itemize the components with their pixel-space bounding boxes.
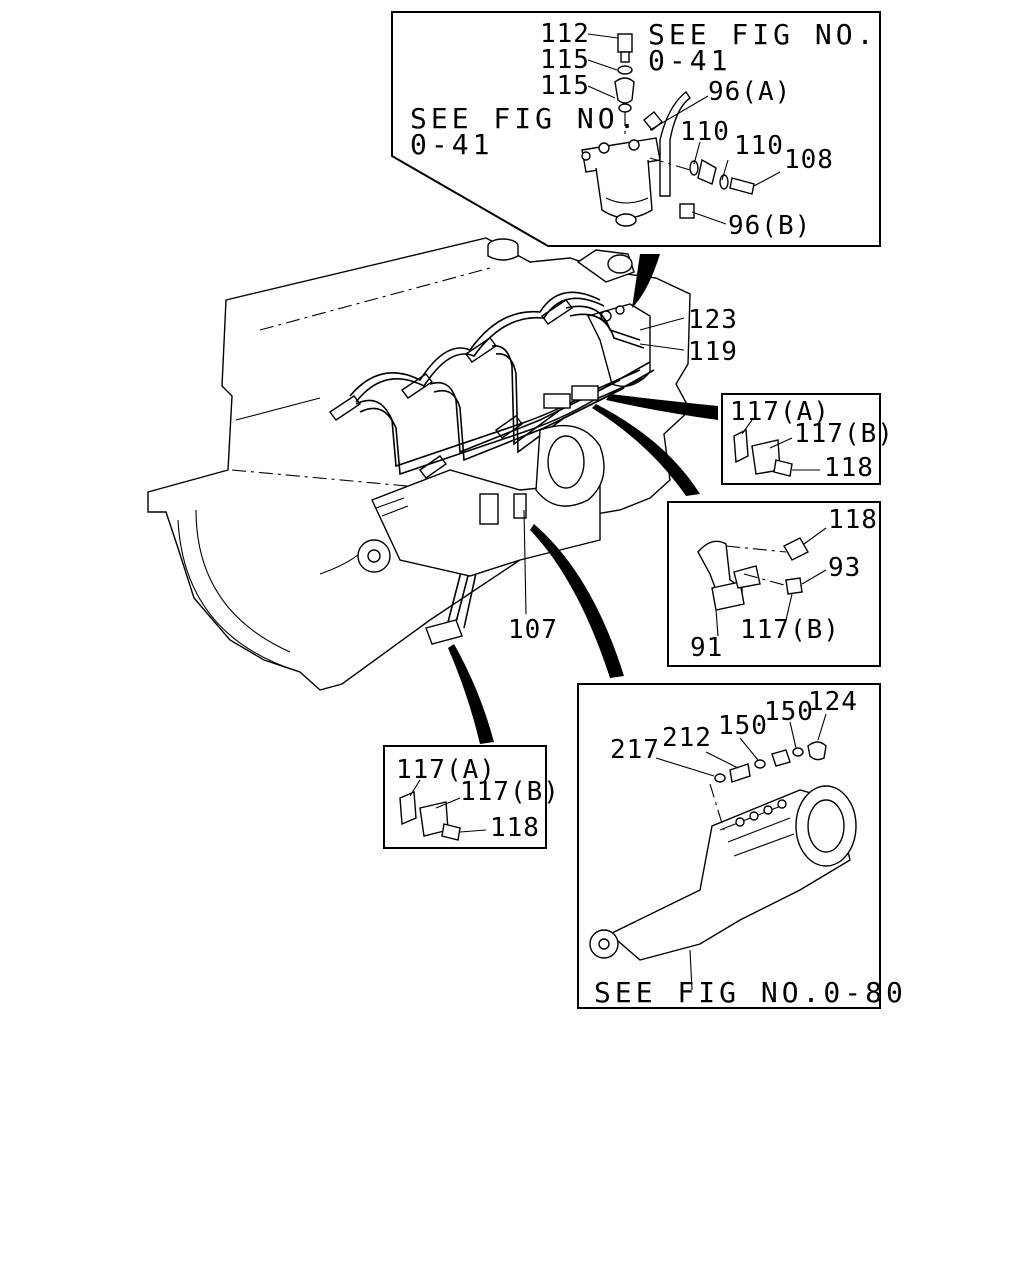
bracket-inset — [667, 501, 881, 667]
callout-212: 212 — [662, 723, 712, 753]
callout-110-right: 110 — [734, 131, 784, 161]
callout-117a-right: 117(A) — [730, 397, 830, 427]
callout-115-lower: 115 — [540, 71, 590, 101]
callout-96a: 96(A) — [708, 77, 791, 107]
callout-110-left: 110 — [680, 117, 730, 147]
callout-150-left: 150 — [718, 711, 768, 741]
callout-117b-right: 117(B) — [794, 419, 894, 449]
callout-wedges — [448, 254, 718, 744]
see-fig-ref-top-left-number: 0-41 — [410, 128, 493, 161]
callout-112: 112 — [540, 19, 590, 49]
see-fig-ref-top-left: SEE FIG NO. — [410, 102, 639, 135]
callout-118-left: 118 — [490, 813, 540, 843]
callout-119: 119 — [688, 337, 738, 367]
callout-117b-left: 117(B) — [460, 777, 560, 807]
clamp-inset-left — [383, 745, 547, 849]
see-fig-ref-top-right: SEE FIG NO. — [648, 18, 877, 51]
callout-217: 217 — [610, 735, 660, 765]
clamp-inset-right — [721, 393, 881, 485]
callout-labels: 112 115 115 SEE FIG NO. 0-41 SEE FIG NO.… — [396, 18, 907, 1009]
fuel-filter-inset — [391, 11, 881, 247]
callout-91: 91 — [690, 633, 723, 663]
injection-pump-inset — [577, 683, 881, 1009]
engine-illustration — [147, 237, 691, 691]
callout-118-middle: 118 — [828, 505, 878, 535]
callout-124: 124 — [808, 687, 858, 717]
callout-107: 107 — [508, 615, 558, 645]
callout-150-right: 150 — [764, 697, 814, 727]
callout-96b: 96(B) — [728, 211, 811, 241]
callout-117a-left: 117(A) — [396, 755, 496, 785]
see-fig-ref-bottom: SEE FIG NO.0-80 — [594, 976, 907, 1009]
callout-118-right: 118 — [824, 453, 874, 483]
callout-108: 108 — [784, 145, 834, 175]
see-fig-ref-top-right-number: 0-41 — [648, 44, 731, 77]
callout-115-upper: 115 — [540, 45, 590, 75]
callout-117b-middle: 117(B) — [740, 615, 840, 645]
callout-123: 123 — [688, 305, 738, 335]
callout-93: 93 — [828, 553, 861, 583]
